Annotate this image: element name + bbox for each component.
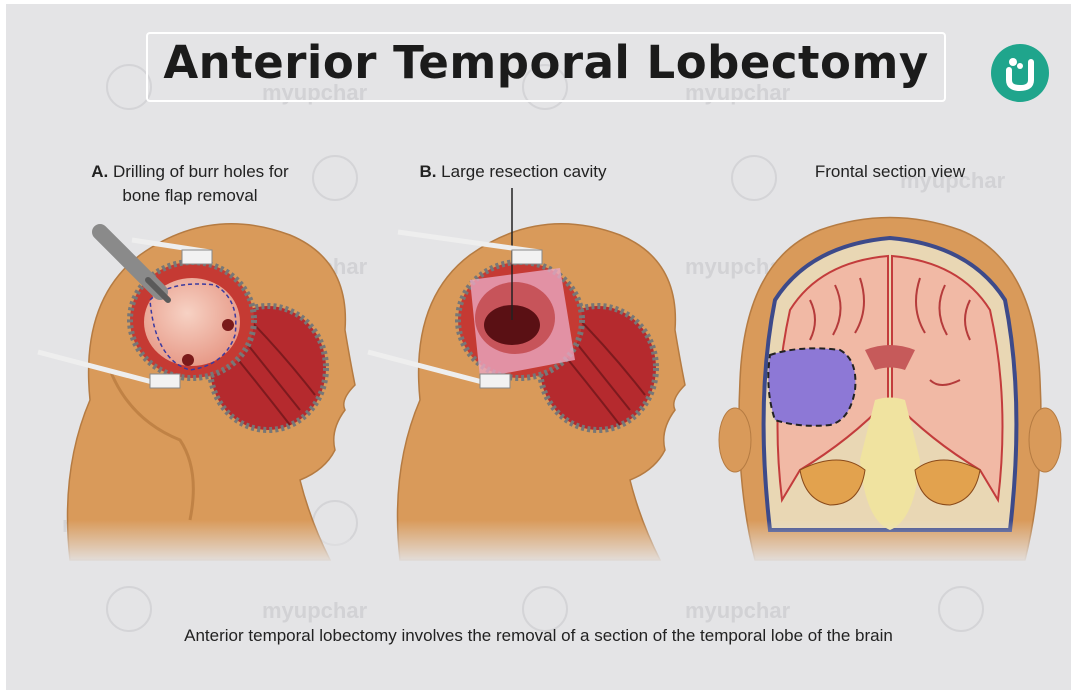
resected-temporal-lobe <box>768 348 855 425</box>
retractor-hook <box>512 250 542 264</box>
panel-a-head-illustration <box>38 224 355 565</box>
retractor-hook <box>182 250 212 264</box>
right-ear <box>1029 408 1061 472</box>
burr-hole <box>222 319 234 331</box>
retractor-hook <box>480 374 510 388</box>
left-ear <box>719 408 751 472</box>
burr-hole <box>182 354 194 366</box>
figure-caption: Anterior temporal lobectomy involves the… <box>0 626 1077 646</box>
retractor-hook <box>150 374 180 388</box>
frontal-section-illustration <box>719 218 1061 566</box>
panel-b-head-illustration <box>368 188 685 565</box>
